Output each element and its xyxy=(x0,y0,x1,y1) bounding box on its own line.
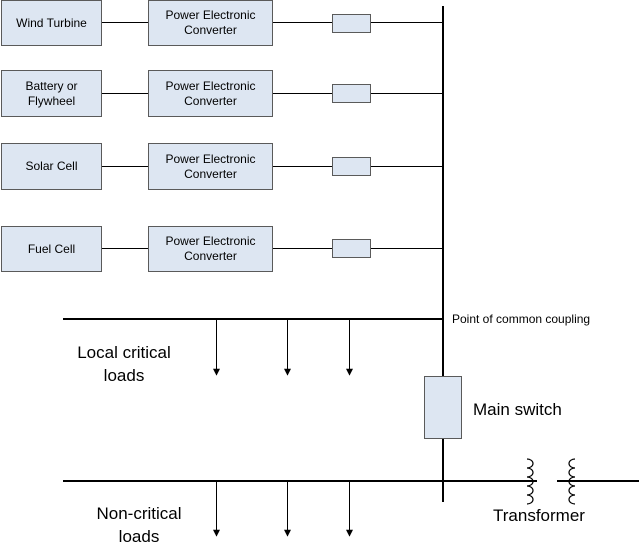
breaker-box xyxy=(332,14,371,33)
breaker-box xyxy=(332,157,371,176)
transformer-label: Transformer xyxy=(493,506,585,525)
connector-line xyxy=(102,248,148,249)
main-switch-label: Main switch xyxy=(473,400,562,419)
fuel-cell-box: Fuel Cell xyxy=(1,226,102,272)
connector-line xyxy=(371,22,443,23)
connector-line xyxy=(273,166,332,167)
critical-load-arrows xyxy=(213,320,353,376)
connector-line xyxy=(102,166,148,167)
non-critical-load-bus xyxy=(63,480,639,482)
pcc-label: Point of common coupling xyxy=(452,312,591,326)
critical-loads-label: Local critical loads xyxy=(77,343,171,385)
main-switch-box xyxy=(424,376,462,439)
converter-box-wind: Power Electronic Converter xyxy=(148,0,273,46)
critical-load-bus xyxy=(63,318,444,320)
main-vertical-bus xyxy=(442,6,444,376)
connector-line xyxy=(371,93,443,94)
converter-box-solar: Power Electronic Converter xyxy=(148,143,273,190)
converter-box-fuel: Power Electronic Converter xyxy=(148,226,273,272)
connector-line xyxy=(273,93,332,94)
wind-turbine-box: Wind Turbine xyxy=(1,0,102,46)
connector-line xyxy=(371,248,443,249)
connector-line xyxy=(102,93,148,94)
connector-line xyxy=(273,22,332,23)
connector-line xyxy=(102,22,148,23)
connector-line xyxy=(371,166,443,167)
solar-cell-box: Solar Cell xyxy=(1,143,102,190)
connector-line xyxy=(273,248,332,249)
battery-flywheel-box: Battery or Flywheel xyxy=(1,70,102,117)
breaker-box xyxy=(332,239,371,258)
transformer-symbol xyxy=(526,458,576,505)
main-vertical-bus-lower xyxy=(442,439,444,502)
converter-box-battery: Power Electronic Converter xyxy=(148,70,273,117)
breaker-box xyxy=(332,84,371,103)
non-critical-load-arrows xyxy=(213,482,353,537)
